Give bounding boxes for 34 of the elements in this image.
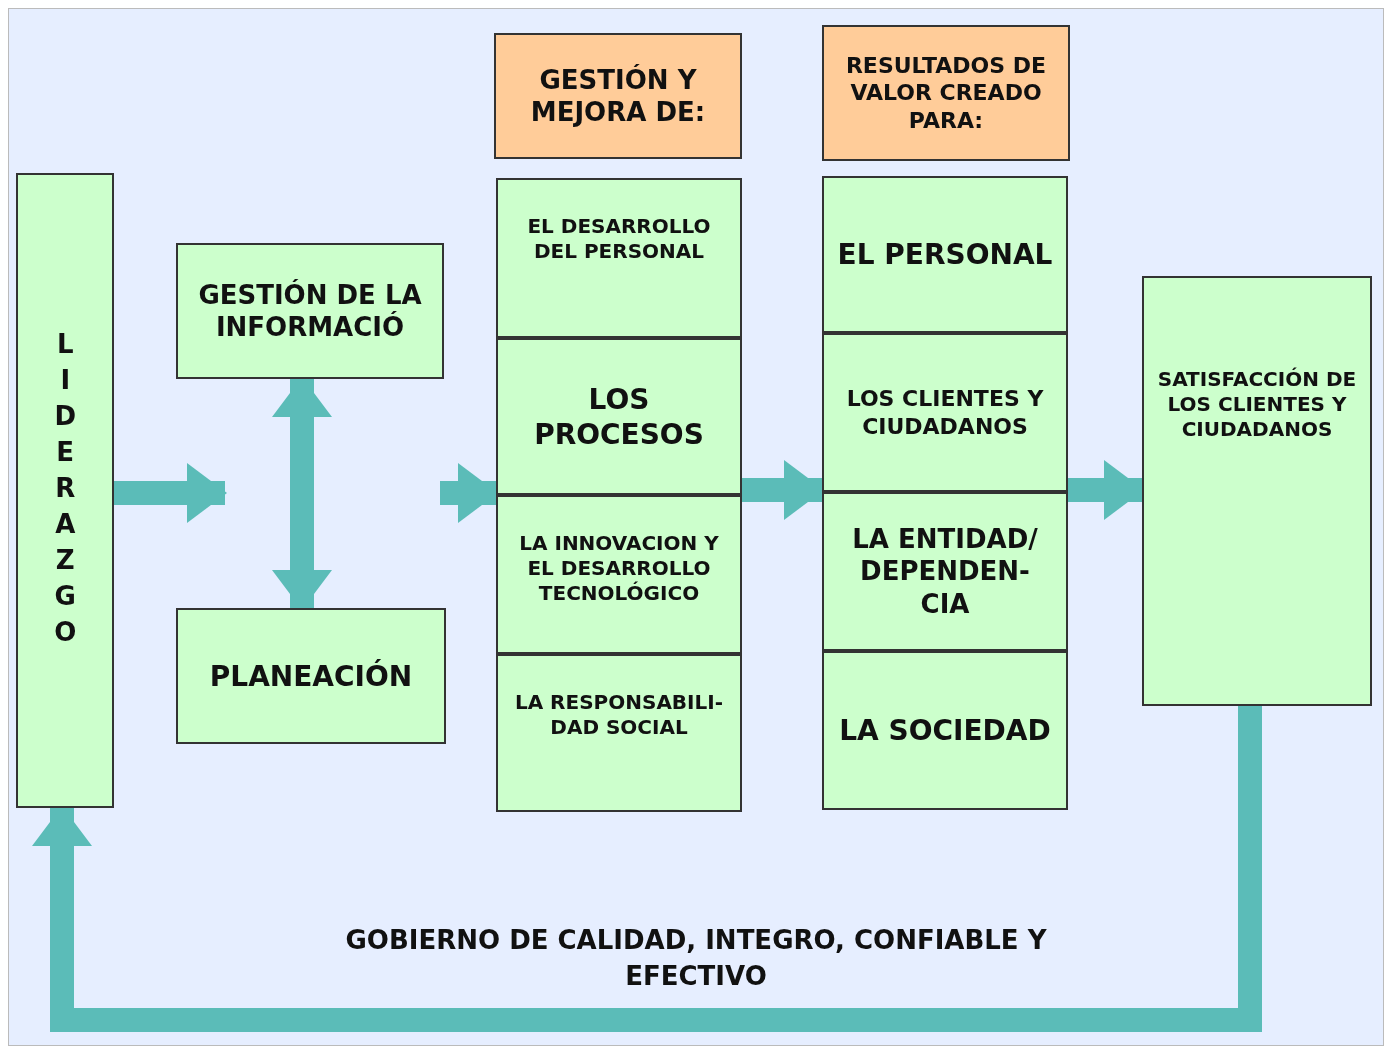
process-box bbox=[496, 654, 742, 812]
node-text: RESULTADOS DE VALOR CREADO PARA: bbox=[844, 51, 1048, 135]
process-box bbox=[496, 338, 742, 495]
block-arrow bbox=[440, 463, 498, 523]
process-box bbox=[822, 176, 1068, 333]
header-box bbox=[822, 25, 1070, 161]
node-text: LA ENTIDAD/ DEPENDEN- CIA bbox=[851, 522, 1039, 621]
node-text: LOS CLIENTES Y CIUDADANOS bbox=[845, 385, 1045, 441]
node-text: SATISFACCIÓN DE LOS CLIENTES Y CIUDADANOS bbox=[1156, 366, 1358, 443]
node-text: LIDERAZGO bbox=[49, 328, 82, 653]
process-box bbox=[822, 333, 1068, 492]
process-box bbox=[822, 651, 1068, 810]
process-box bbox=[822, 492, 1068, 651]
node-text: GESTIÓN DE LA INFORMACIÓ bbox=[197, 278, 423, 344]
process-box bbox=[1142, 276, 1372, 706]
node-text: LA RESPONSABILI- DAD SOCIAL bbox=[513, 689, 725, 741]
block-arrow bbox=[1068, 460, 1144, 520]
process-box bbox=[496, 495, 742, 654]
node-text: EL DESARROLLO DEL PERSONAL bbox=[526, 213, 712, 265]
node-text: LA INNOVACION Y EL DESARROLLO TECNOLÓGICO bbox=[518, 530, 720, 607]
header-box bbox=[494, 33, 742, 159]
process-box bbox=[176, 608, 446, 744]
block-arrow bbox=[742, 460, 824, 520]
process-box bbox=[496, 178, 742, 338]
node-text: PLANEACIÓN bbox=[208, 658, 414, 695]
block-arrow bbox=[114, 463, 227, 523]
process-box bbox=[16, 173, 114, 808]
process-box bbox=[176, 243, 444, 379]
node-text: LA SOCIEDAD bbox=[838, 713, 1052, 749]
node-text: GESTIÓN Y MEJORA DE: bbox=[529, 63, 707, 129]
block-arrow bbox=[32, 706, 1262, 1032]
node-text: LOS PROCESOS bbox=[533, 381, 705, 453]
node-text: EL PERSONAL bbox=[836, 237, 1054, 273]
block-arrow bbox=[272, 377, 332, 610]
